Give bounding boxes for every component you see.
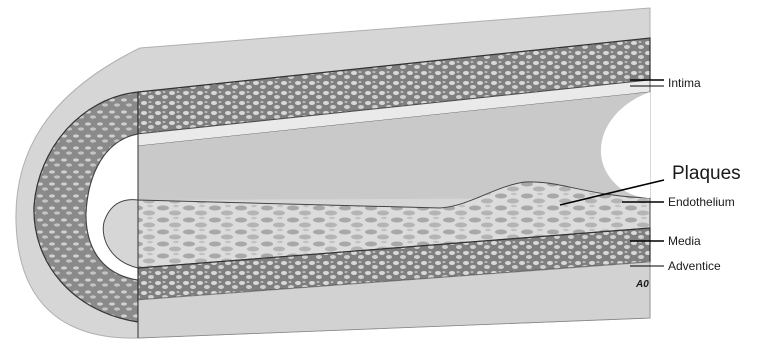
plaques-label: Plaques: [672, 164, 741, 183]
endothelium-label: Endothelium: [668, 196, 735, 208]
media-label: Media: [668, 235, 701, 247]
intima-label: Intima: [668, 77, 701, 89]
corner-mark: A0: [636, 280, 649, 290]
adventice-label: Adventice: [668, 260, 721, 272]
